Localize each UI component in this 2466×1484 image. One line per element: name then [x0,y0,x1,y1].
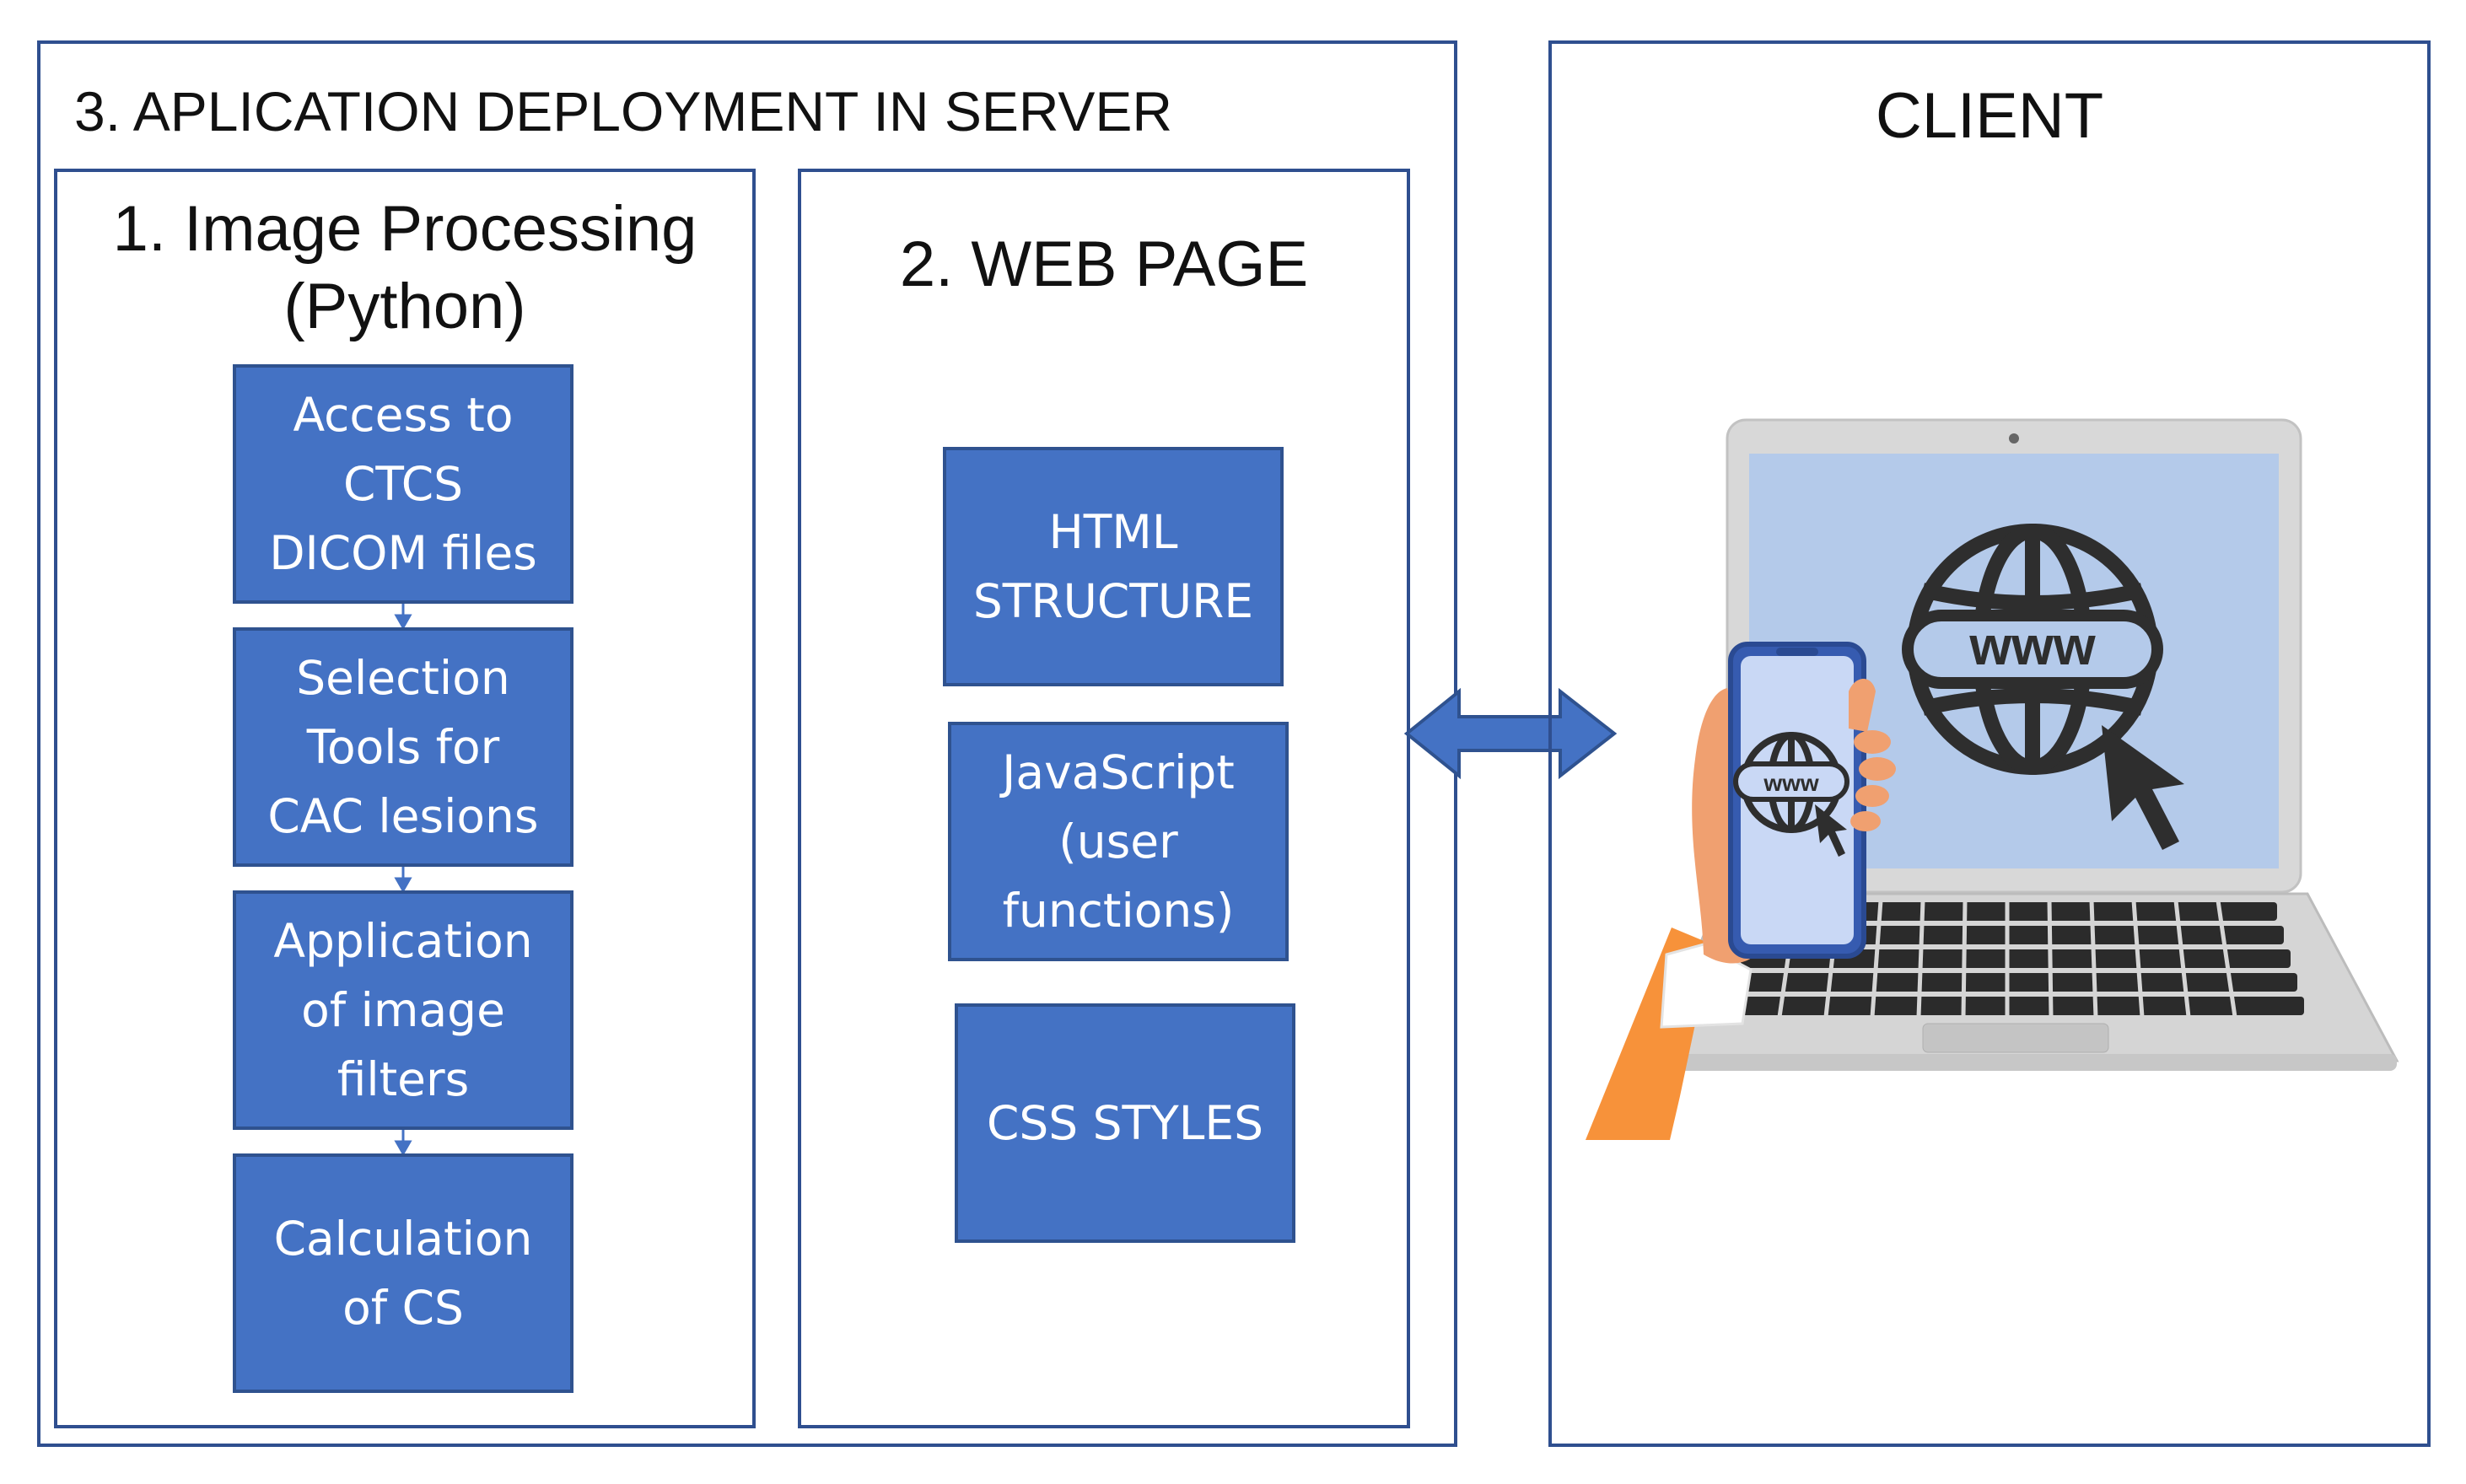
image-processing-panel [54,169,756,1428]
web-page-panel [798,169,1410,1428]
double-arrow [1403,687,1618,780]
step-selection-tools: Selection Tools for CAC lesions [233,627,573,867]
client-title: CLIENT [1875,80,2104,152]
step-access-dicom: Access to CTCS DICOM files [233,364,573,604]
component-javascript: JavaScript (user functions) [948,722,1289,961]
step-image-filters: Application of image filters [233,890,573,1130]
component-css: CSS STYLES [955,1003,1295,1243]
step-calculation-cs: Calculation of CS [233,1153,573,1393]
component-html: HTML STRUCTURE [943,447,1284,686]
laptop-www-text: www [1968,616,2096,676]
phone-www-text: www [1763,770,1819,796]
client-frame [1548,40,2431,1447]
web-page-title: 2. WEB PAGE [899,229,1309,300]
phone-in-hand-illustration: www [1586,642,1896,1140]
server-title: 3. APLICATION DEPLOYMENT IN SERVER [74,80,1173,142]
image-processing-title: 1. Image Processing (Python) [112,193,697,342]
